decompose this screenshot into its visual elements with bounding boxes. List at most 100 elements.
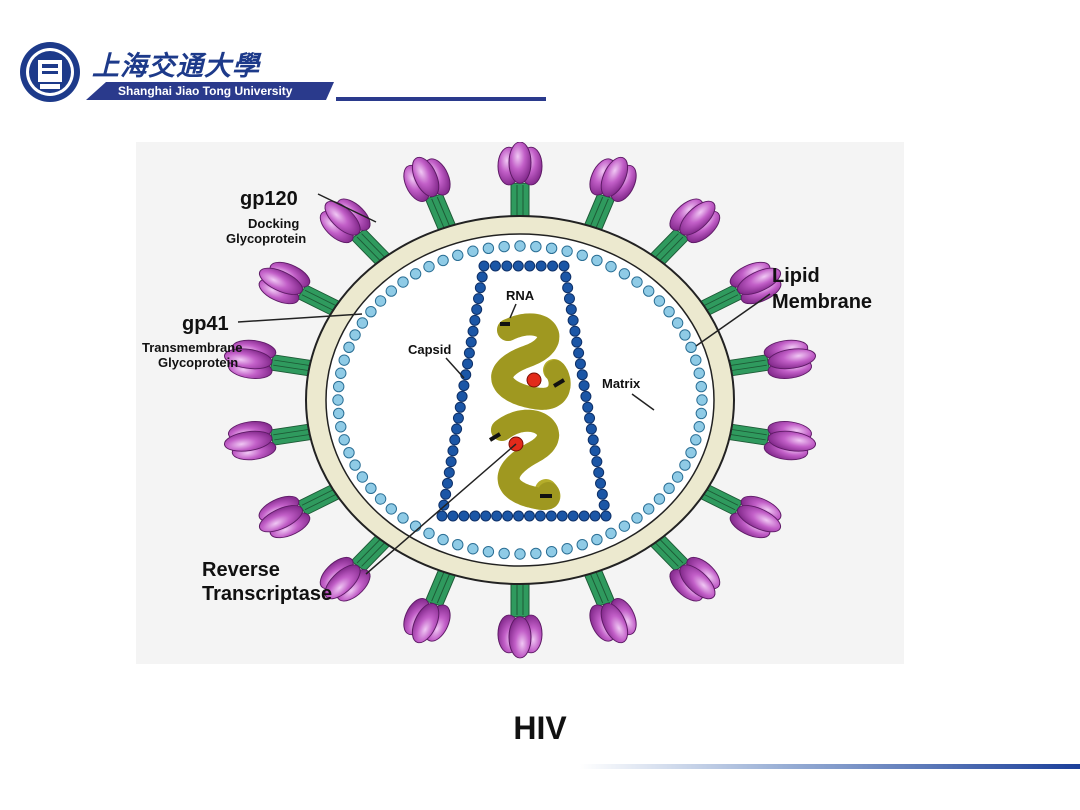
matrix-bead: [695, 407, 708, 420]
matrix-bead: [576, 539, 588, 551]
matrix-bead: [514, 240, 526, 252]
matrix-bead: [467, 245, 479, 257]
capsid-bead: [571, 336, 583, 348]
capsid-bead: [467, 325, 479, 337]
matrix-bead: [530, 547, 542, 560]
capsid-bead: [465, 336, 477, 348]
label-gp41-desc-1: Transmembrane: [142, 340, 242, 355]
matrix-bead: [631, 512, 643, 524]
glycoprotein-spike: [497, 141, 543, 229]
capsid-bead: [585, 423, 597, 435]
matrix-bead: [374, 493, 387, 505]
gp120-lobe: [258, 267, 303, 295]
capsid-bead: [501, 260, 513, 272]
gp120-lobe: [508, 616, 532, 659]
matrix-bead: [690, 434, 702, 446]
capsid-bead: [513, 510, 525, 522]
capsid-bead: [463, 347, 475, 359]
matrix-bead: [356, 471, 369, 483]
capsid-bead: [562, 282, 574, 294]
label-lipid: Lipid: [772, 265, 820, 287]
matrix-bead: [671, 471, 684, 483]
capsid-bead: [440, 488, 452, 500]
matrix-bead: [663, 305, 675, 318]
label-gp41: gp41: [182, 313, 229, 335]
gp120-lobe: [223, 348, 273, 370]
glycoprotein-spike: [688, 478, 782, 539]
matrix-bead: [397, 276, 409, 288]
label-matrix: Matrix: [602, 376, 641, 391]
matrix-bead: [693, 367, 705, 379]
capsid-bead: [447, 510, 459, 522]
matrix-bead: [437, 533, 449, 546]
matrix-bead: [498, 547, 510, 560]
matrix-bead: [618, 520, 631, 532]
matrix-bead: [498, 240, 510, 253]
capsid-bead: [469, 510, 481, 522]
matrix-bead: [423, 527, 435, 540]
capsid-bead: [524, 260, 536, 272]
capsid-bead: [460, 369, 472, 381]
capsid-bead: [558, 260, 570, 272]
matrix-bead: [642, 285, 655, 297]
capsid-bead: [469, 314, 481, 326]
gp120-lobe: [411, 602, 440, 644]
gp120-lobe: [767, 348, 817, 370]
matrix-bead: [397, 512, 409, 524]
capsid-bead: [600, 510, 612, 522]
capsid-bead: [502, 510, 514, 522]
matrix-bead: [452, 249, 464, 261]
matrix-bead: [631, 276, 643, 288]
matrix-bead: [332, 407, 345, 420]
label-capsid: Capsid: [408, 342, 451, 357]
matrix-bead: [365, 482, 377, 495]
gp120-lobe: [737, 267, 782, 295]
label-gp120-desc-2: Glycoprotein: [226, 231, 306, 246]
matrix-bead: [452, 539, 464, 551]
capsid-bead: [567, 314, 579, 326]
capsid-bead: [574, 358, 586, 370]
matrix-bead: [482, 242, 495, 255]
reverse-transcriptase-dot: [526, 372, 542, 388]
matrix-protein-layer: [332, 240, 708, 560]
label-transcriptase: Transcriptase: [202, 583, 332, 605]
matrix-bead: [679, 459, 691, 471]
matrix-bead: [437, 254, 449, 267]
slide-caption: HIV: [513, 710, 567, 746]
matrix-bead: [663, 482, 675, 495]
capsid-bead: [474, 282, 486, 294]
matrix-bead: [343, 446, 355, 459]
label-reverse: Reverse: [202, 559, 280, 581]
label-gp41-desc-2: Glycoprotein: [158, 355, 238, 370]
capsid-bead: [458, 380, 470, 392]
capsid-bead: [598, 499, 610, 511]
matrix-bead: [385, 503, 398, 515]
capsid-bead: [582, 401, 594, 413]
matrix-bead: [409, 268, 422, 280]
capsid-shell: [436, 260, 612, 522]
matrix-bead: [338, 354, 350, 366]
matrix-bead: [343, 341, 355, 354]
gp120-lobe: [737, 505, 782, 533]
capsid-bead: [545, 510, 557, 522]
matrix-bead: [671, 317, 684, 329]
matrix-bead: [605, 260, 617, 273]
matrix-bead: [653, 295, 666, 307]
header-underline: [336, 97, 546, 101]
matrix-bead: [545, 545, 558, 558]
capsid-bead: [556, 510, 568, 522]
label-gp120: gp120: [240, 188, 298, 210]
label-gp120-desc-1: Docking: [248, 216, 299, 231]
matrix-bead: [530, 240, 542, 253]
matrix-bead: [514, 548, 526, 560]
capsid-bead: [587, 434, 599, 446]
matrix-bead: [685, 446, 697, 459]
footer-gradient-bar: [580, 764, 1080, 769]
glycoprotein-spike: [497, 571, 543, 659]
university-name-english: Shanghai Jiao Tong University: [118, 84, 293, 98]
gp120-lobe: [223, 430, 273, 452]
capsid-bead: [436, 510, 448, 522]
matrix-bead: [642, 503, 655, 515]
university-seal-icon: [20, 42, 80, 102]
hiv-diagram: gp120 Docking Glycoprotein gp41 Transmem…: [136, 141, 904, 664]
